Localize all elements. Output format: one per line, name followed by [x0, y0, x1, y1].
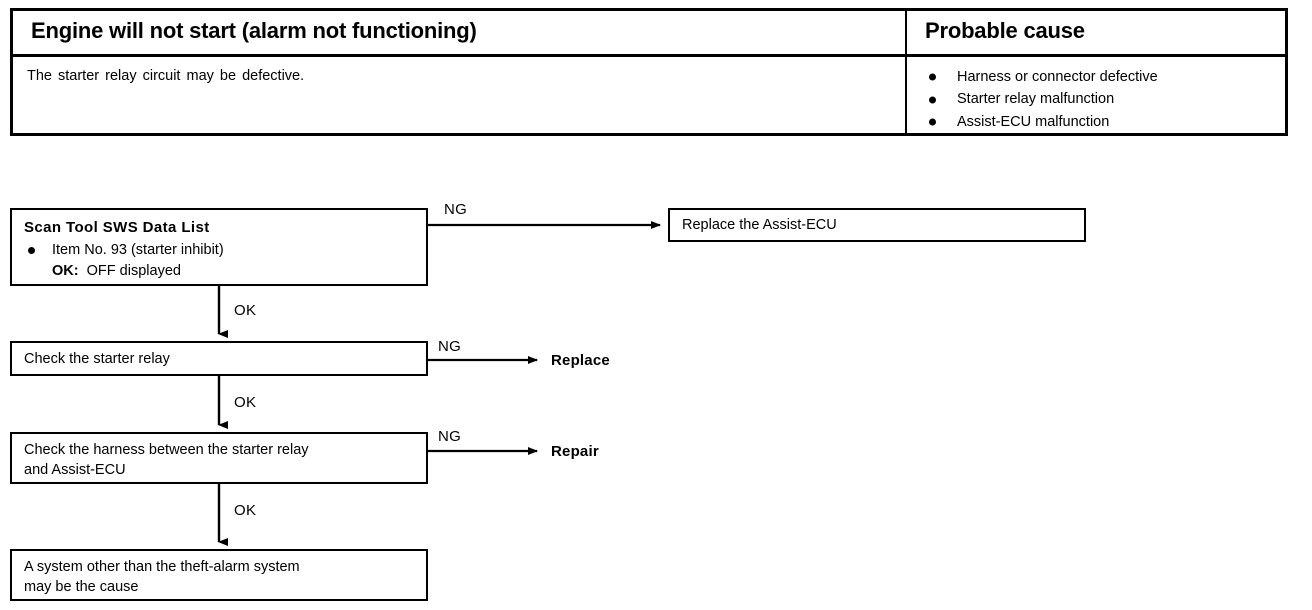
header-cell-symptom: Engine will not start (alarm not functio…	[13, 11, 905, 54]
symptom-description: The starter relay circuit may be defecti…	[27, 68, 305, 84]
check-harness-line-1: Check the harness between the starter re…	[24, 442, 309, 458]
symptom-title: Engine will not start (alarm not functio…	[31, 18, 477, 43]
cause-text: Assist-ECU malfunction	[957, 113, 1110, 130]
flow-box-replace-assist-ecu: Replace the Assist-ECU	[668, 208, 1086, 242]
bullet-icon	[929, 118, 936, 126]
terminal-repair: Repair	[551, 443, 599, 460]
cause-text: Starter relay malfunction	[957, 91, 1115, 108]
check-harness-line-2: and Assist-ECU	[24, 462, 126, 479]
list-item: Assist-ECU malfunction	[929, 111, 1285, 133]
body-cell-probable-cause: Harness or connector defective Starter r…	[905, 57, 1285, 134]
bullet-icon	[28, 247, 35, 254]
scan-tool-item-text: Item No. 93 (starter inhibit)	[52, 242, 224, 258]
label-ng-3: NG	[438, 428, 462, 445]
list-item: Harness or connector defective	[929, 66, 1285, 88]
symptom-table-header-row: Engine will not start (alarm not functio…	[13, 11, 1285, 57]
scan-tool-title: Scan Tool SWS Data List	[24, 219, 210, 236]
other-system-line-1: A system other than the theft-alarm syst…	[24, 559, 300, 575]
label-ok-2: OK	[234, 394, 257, 411]
header-cell-probable-cause: Probable cause	[905, 11, 1285, 54]
label-ng-2: NG	[438, 338, 462, 355]
label-ok-1: OK	[234, 302, 257, 319]
replace-assist-ecu-text: Replace the Assist-ECU	[682, 217, 837, 233]
label-ng-1: NG	[444, 201, 468, 218]
scan-tool-item: Item No. 93 (starter inhibit)	[24, 240, 426, 260]
scan-tool-ok-criterion: OK: OFF displayed	[24, 261, 426, 281]
probable-cause-title: Probable cause	[925, 18, 1085, 43]
flow-box-scan-tool-sws-data-list: Scan Tool SWS Data List Item No. 93 (sta…	[10, 208, 428, 286]
probable-cause-list: Harness or connector defective Starter r…	[907, 57, 1285, 133]
list-item: Starter relay malfunction	[929, 88, 1285, 110]
scan-tool-ok-value: OFF displayed	[86, 263, 181, 280]
flow-box-check-harness: Check the harness between the starter re…	[10, 432, 428, 484]
check-starter-relay-text: Check the starter relay	[24, 351, 170, 367]
bullet-icon	[929, 96, 936, 104]
label-ok-3: OK	[234, 502, 257, 519]
flow-box-check-starter-relay: Check the starter relay	[10, 341, 428, 376]
body-cell-symptom: The starter relay circuit may be defecti…	[13, 57, 905, 133]
terminal-replace: Replace	[551, 352, 610, 369]
bullet-icon	[929, 73, 936, 81]
symptom-table: Engine will not start (alarm not functio…	[10, 8, 1288, 136]
flow-box-other-system-cause: A system other than the theft-alarm syst…	[10, 549, 428, 601]
cause-text: Harness or connector defective	[957, 69, 1158, 85]
scan-tool-ok-label: OK:	[52, 263, 79, 280]
other-system-line-2: may be the cause	[24, 579, 139, 596]
symptom-table-body-row: The starter relay circuit may be defecti…	[13, 57, 1285, 134]
